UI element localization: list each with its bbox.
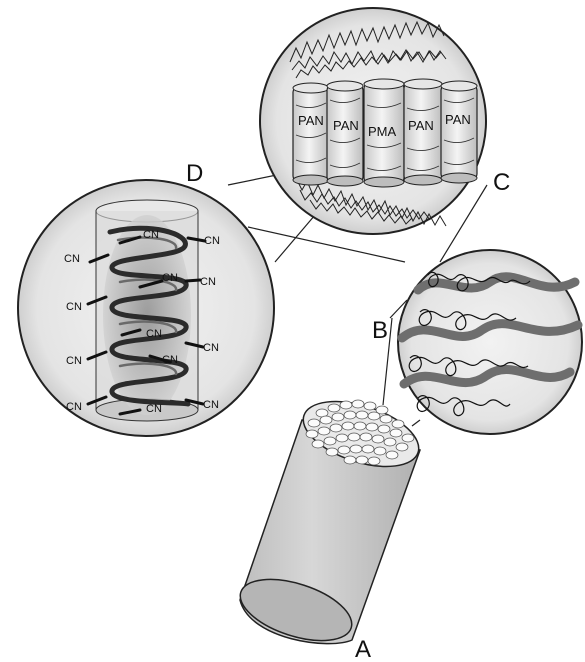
label-a: A: [355, 636, 371, 662]
cn-label-12: CN: [203, 342, 219, 354]
column-label-2: PAN: [333, 118, 359, 133]
label-c: C: [493, 169, 510, 196]
circle-d-helix: CN CN CN CN CN CN CN CN CN CN CN CN CN: [18, 180, 274, 436]
column-2: [327, 81, 363, 186]
column-5: [441, 81, 477, 183]
cn-label-4: CN: [66, 401, 82, 413]
cn-label-8: CN: [162, 354, 178, 366]
cn-label-11: CN: [200, 276, 216, 288]
fiber-cylinder-a: [233, 389, 427, 653]
cn-label-9: CN: [146, 403, 162, 415]
cn-label-13: CN: [203, 399, 219, 411]
label-b: B: [372, 317, 388, 344]
cn-label-7: CN: [146, 328, 162, 340]
circle-c-columns: PAN PAN PMA PAN PAN: [260, 8, 486, 234]
column-label-5: PAN: [445, 112, 471, 127]
column-label-4: PAN: [408, 118, 434, 133]
cn-label-3: CN: [66, 355, 82, 367]
cn-label-2: CN: [66, 301, 82, 313]
cn-label-1: CN: [64, 253, 80, 265]
cn-label-10: CN: [204, 235, 220, 247]
circle-b-fibrils: [398, 250, 582, 434]
cn-label-5: CN: [143, 229, 159, 241]
label-d: D: [186, 160, 203, 187]
cn-label-6: CN: [162, 272, 178, 284]
column-label-1: PAN: [298, 113, 324, 128]
column-label-3: PMA: [368, 124, 397, 139]
